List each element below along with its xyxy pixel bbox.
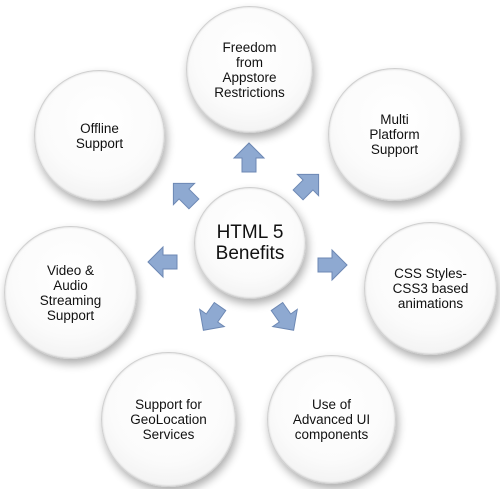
node-upper-left-label: Offline Support bbox=[75, 120, 124, 151]
center-node-label: HTML 5 Benefits bbox=[215, 222, 285, 264]
node-lower-left-label: Support for GeoLocation Services bbox=[130, 397, 207, 442]
node-left: Video & Audio Streaming Support bbox=[4, 226, 137, 359]
node-lower-right: Use of Advanced UI components bbox=[267, 355, 396, 484]
arrow-top-icon bbox=[232, 142, 266, 173]
node-upper-right: Multi Platform Support bbox=[328, 68, 461, 201]
arrow-left-icon bbox=[147, 245, 178, 279]
node-upper-left: Offline Support bbox=[34, 70, 165, 201]
arrow-right-icon bbox=[317, 248, 348, 282]
arrow-upper-left-icon bbox=[172, 182, 200, 210]
arrow-lower-left-icon bbox=[199, 301, 227, 331]
node-upper-right-label: Multi Platform Support bbox=[369, 112, 420, 157]
arrow-lower-right-icon bbox=[270, 301, 298, 331]
arrow-upper-right-icon bbox=[292, 173, 320, 201]
node-top-label: Freedom from Appstore Restrictions bbox=[214, 39, 285, 100]
center-node: HTML 5 Benefits bbox=[194, 187, 306, 299]
node-left-label: Video & Audio Streaming Support bbox=[39, 262, 102, 323]
node-right-label: CSS Styles- CSS3 based animations bbox=[392, 266, 469, 311]
node-lower-right-label: Use of Advanced UI components bbox=[292, 397, 371, 442]
node-right: CSS Styles- CSS3 based animations bbox=[364, 222, 497, 355]
node-lower-left: Support for GeoLocation Services bbox=[101, 352, 236, 487]
node-top: Freedom from Appstore Restrictions bbox=[186, 6, 313, 133]
